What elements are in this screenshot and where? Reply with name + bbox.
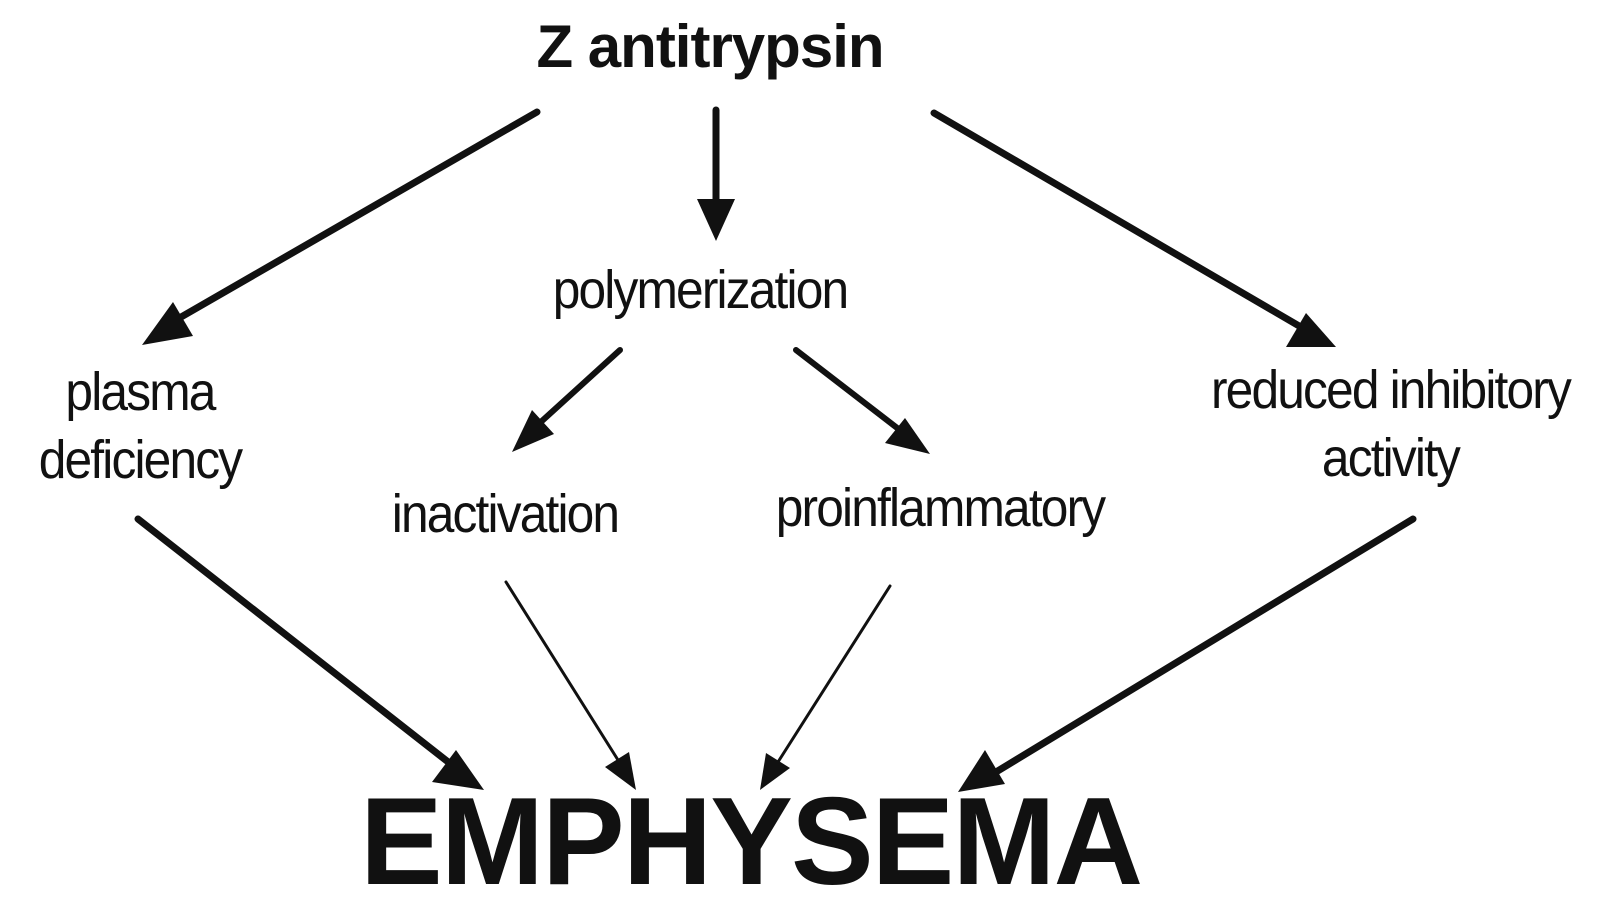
arrow-plasma-deficiency-to-emphysema xyxy=(134,515,484,790)
outcome-label: EMPHYSEMA xyxy=(360,773,1143,911)
node-inactivation: inactivation xyxy=(353,480,657,548)
arrow-source-to-reduced-inhibitory-activity xyxy=(930,109,1336,347)
arrow-polymerization-to-proinflammatory xyxy=(793,347,930,454)
node-reduced-inhibitory-activity-line-1: reduced inhibitory xyxy=(1210,360,1572,420)
node-proinflammatory-label: proinflammatory xyxy=(775,478,1106,538)
node-polymerization-label: polymerization xyxy=(552,260,849,320)
node-plasma-deficiency: plasma deficiency xyxy=(11,358,269,494)
arrow-proinflammatory-to-emphysema xyxy=(760,584,892,790)
node-polymerization: polymerization xyxy=(507,256,893,324)
node-plasma-deficiency-line-1: plasma xyxy=(65,362,216,422)
node-reduced-inhibitory-activity: reduced inhibitory activity xyxy=(1178,356,1602,492)
arrow-reduced-inhibitory-activity-to-emphysema xyxy=(958,515,1417,792)
arrow-inactivation-to-emphysema xyxy=(504,580,636,790)
source-node-z-antitrypsin: Z antitrypsin xyxy=(480,12,940,82)
source-label: Z antitrypsin xyxy=(536,13,884,80)
node-plasma-deficiency-line-2: deficiency xyxy=(38,430,243,490)
node-proinflammatory: proinflammatory xyxy=(738,474,1143,542)
arrow-source-to-polymerization xyxy=(697,106,735,241)
arrow-polymerization-to-inactivation xyxy=(512,347,623,452)
node-reduced-inhibitory-activity-line-2: activity xyxy=(1321,428,1461,488)
node-inactivation-label: inactivation xyxy=(391,484,620,544)
outcome-node-emphysema: EMPHYSEMA xyxy=(360,772,1143,912)
arrow-source-to-plasma-deficiency xyxy=(142,108,541,345)
